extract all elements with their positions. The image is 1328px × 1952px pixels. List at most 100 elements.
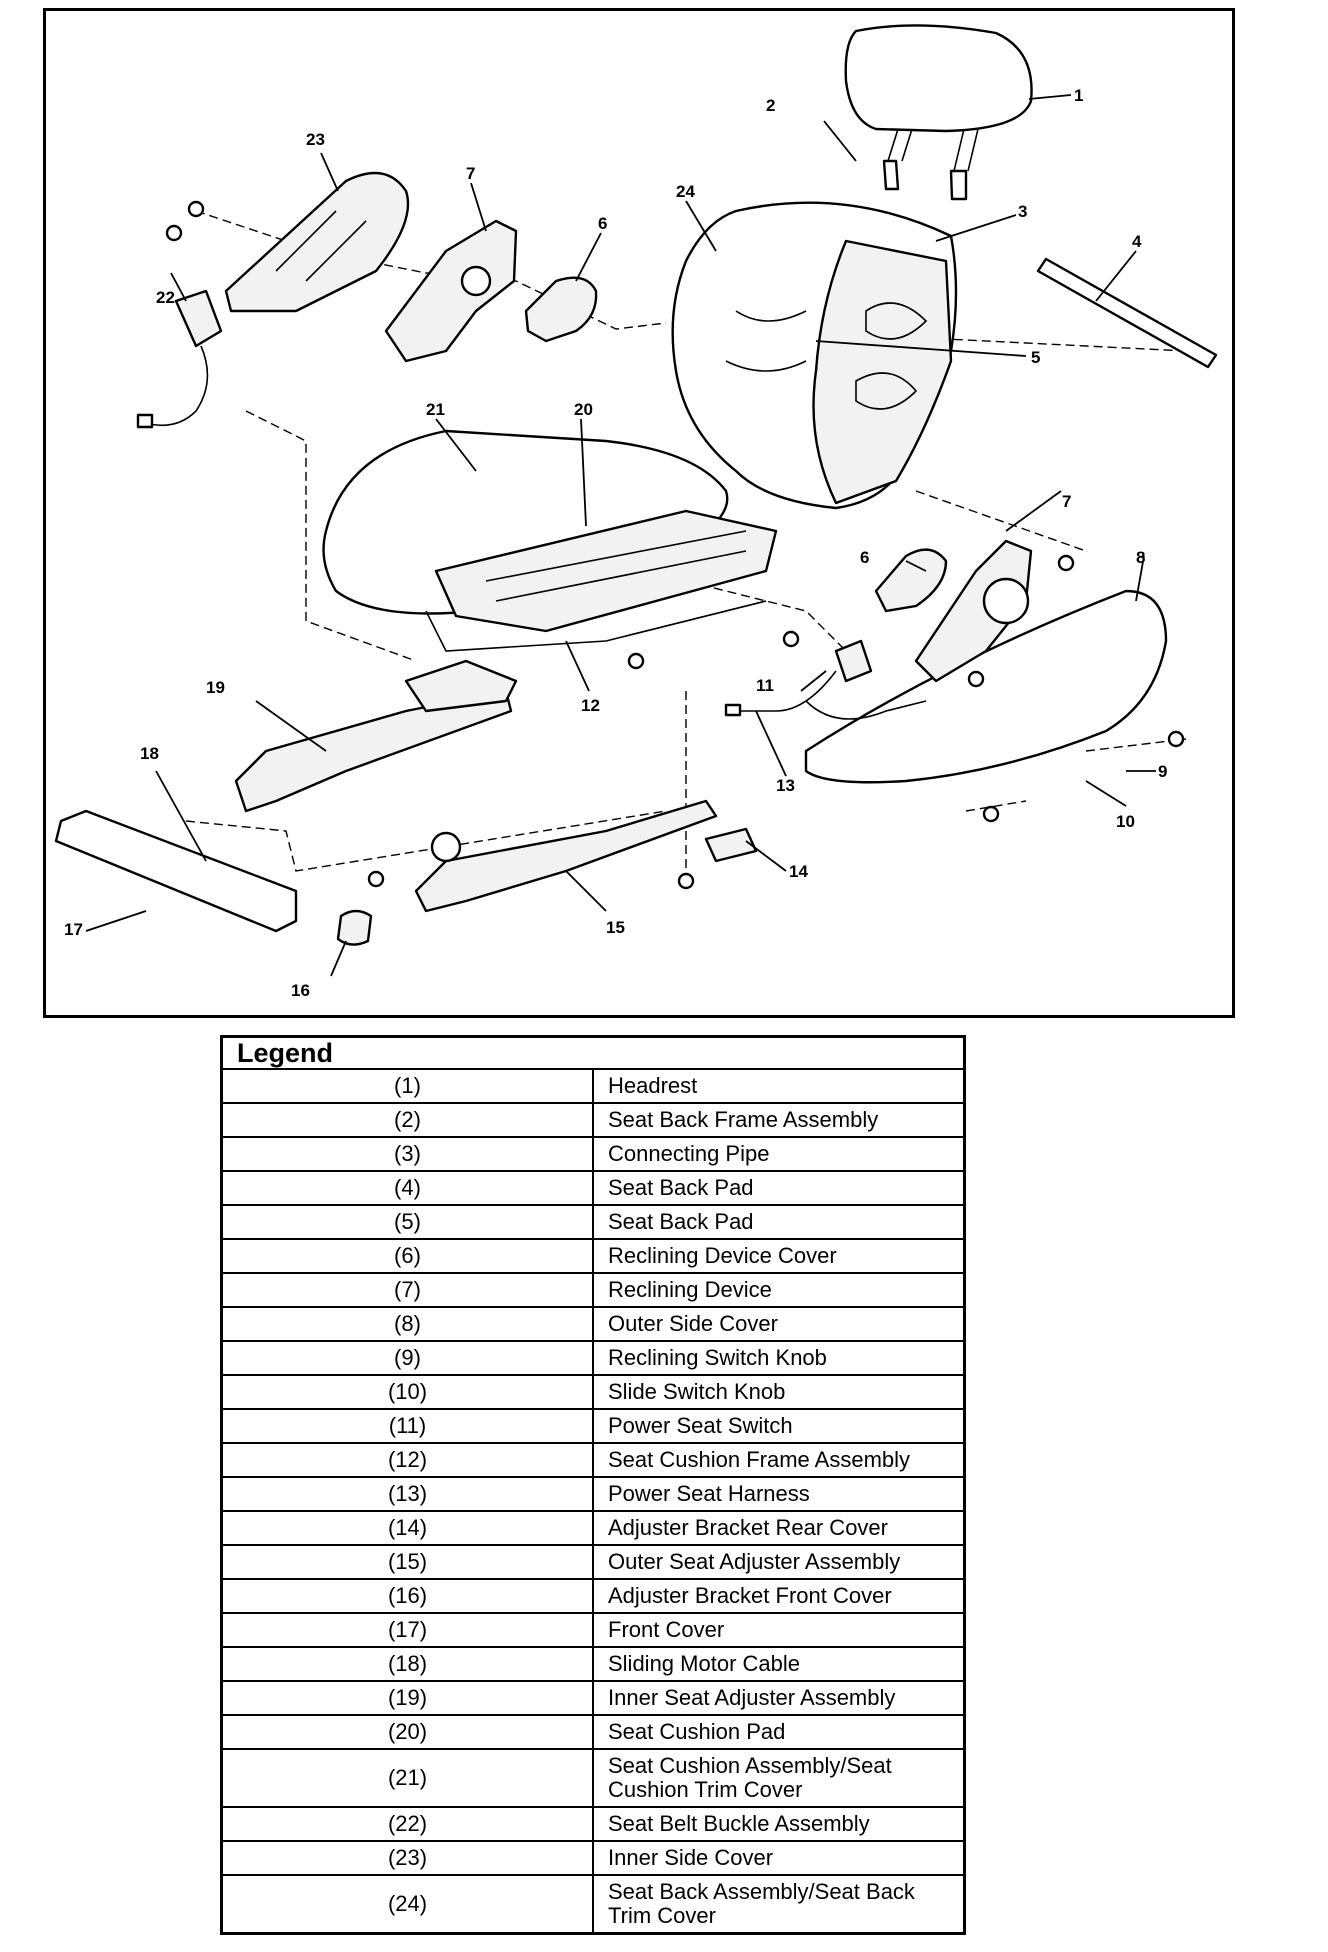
- legend-number: (5): [223, 1204, 594, 1240]
- legend-label: Seat Back Pad: [592, 1170, 963, 1206]
- legend-label: Reclining Device: [592, 1272, 963, 1308]
- legend-row: (19)Inner Seat Adjuster Assembly: [223, 1680, 963, 1716]
- callout-11: 11: [756, 676, 774, 695]
- legend-number: (23): [223, 1840, 594, 1876]
- legend-label: Seat Cushion Frame Assembly: [592, 1442, 963, 1478]
- legend-label: Inner Side Cover: [592, 1840, 963, 1876]
- legend-number: (2): [223, 1102, 594, 1138]
- callout-10: 10: [1116, 812, 1135, 831]
- seat-belt-buckle-part: [136, 289, 223, 429]
- callout-12: 12: [581, 696, 600, 715]
- legend-label: Adjuster Bracket Front Cover: [592, 1578, 963, 1614]
- callout-5: 5: [1031, 348, 1040, 367]
- callout-7b: 7: [1062, 492, 1071, 511]
- legend-row: (21)Seat Cushion Assembly/Seat Cushion T…: [223, 1748, 963, 1808]
- legend-row: (13)Power Seat Harness: [223, 1476, 963, 1512]
- reclining-device-cover-part-upper: [524, 276, 598, 343]
- callout-23: 23: [306, 130, 325, 149]
- legend-row: (6)Reclining Device Cover: [223, 1238, 963, 1274]
- legend-number: (14): [223, 1510, 594, 1546]
- legend-number: (21): [223, 1748, 594, 1808]
- leader-lines: [85, 94, 1156, 977]
- callout-1: 1: [1074, 86, 1083, 105]
- legend-label: Seat Cushion Assembly/Seat Cushion Trim …: [592, 1748, 963, 1808]
- legend-number: (9): [223, 1340, 594, 1376]
- legend-row: (16)Adjuster Bracket Front Cover: [223, 1578, 963, 1614]
- legend-row: (20)Seat Cushion Pad: [223, 1714, 963, 1750]
- legend-label: Seat Belt Buckle Assembly: [592, 1806, 963, 1842]
- legend-label: Adjuster Bracket Rear Cover: [592, 1510, 963, 1546]
- legend-label: Outer Seat Adjuster Assembly: [592, 1544, 963, 1580]
- legend-number: (6): [223, 1238, 594, 1274]
- legend-label: Power Seat Harness: [592, 1476, 963, 1512]
- legend-row: (17)Front Cover: [223, 1612, 963, 1648]
- front-cover-part: [54, 809, 298, 933]
- callout-14: 14: [789, 862, 808, 881]
- legend-grid: Legend (1)Headrest(2)Seat Back Frame Ass…: [223, 1038, 963, 1932]
- legend-row: (22)Seat Belt Buckle Assembly: [223, 1806, 963, 1842]
- reclining-device-part-lower: [914, 539, 1033, 683]
- power-seat-harness-part: [724, 670, 927, 720]
- outer-side-cover-part: [804, 589, 1168, 784]
- legend-rows: (1)Headrest(2)Seat Back Frame Assembly(3…: [223, 1068, 963, 1932]
- legend-row: (3)Connecting Pipe: [223, 1136, 963, 1172]
- legend-row: (18)Sliding Motor Cable: [223, 1646, 963, 1682]
- callout-7: 7: [466, 164, 475, 183]
- callout-15: 15: [606, 918, 625, 937]
- legend-row: (24)Seat Back Assembly/Seat Back Trim Co…: [223, 1874, 963, 1932]
- reclining-device-part-upper: [384, 219, 518, 363]
- legend-number: (11): [223, 1408, 594, 1444]
- legend-label: Headrest: [592, 1068, 963, 1104]
- legend-row: (9)Reclining Switch Knob: [223, 1340, 963, 1376]
- legend-label: Front Cover: [592, 1612, 963, 1648]
- power-seat-switch-part: [834, 639, 873, 683]
- adjuster-bracket-rear-cover-part: [704, 827, 758, 863]
- legend-number: (20): [223, 1714, 594, 1750]
- seat-cushion-frame-part: [425, 600, 767, 652]
- legend-label: Inner Seat Adjuster Assembly: [592, 1680, 963, 1716]
- inner-side-cover-part: [165, 171, 410, 313]
- legend-row: (12)Seat Cushion Frame Assembly: [223, 1442, 963, 1478]
- legend-number: (15): [223, 1544, 594, 1580]
- inner-seat-adjuster-part: [234, 659, 518, 813]
- assembly-guide-lines: [185, 210, 1187, 872]
- seat-cushion-part: [322, 429, 778, 633]
- legend-row: (5)Seat Back Pad: [223, 1204, 963, 1240]
- legend-number: (17): [223, 1612, 594, 1648]
- callout-4: 4: [1132, 232, 1142, 251]
- callout-6b: 6: [860, 548, 869, 567]
- callout-18: 18: [140, 744, 159, 763]
- callout-6: 6: [598, 214, 607, 233]
- legend-row: (8)Outer Side Cover: [223, 1306, 963, 1342]
- legend-number: (8): [223, 1306, 594, 1342]
- legend-label: Slide Switch Knob: [592, 1374, 963, 1410]
- legend-label: Reclining Switch Knob: [592, 1340, 963, 1376]
- legend-number: (13): [223, 1476, 594, 1512]
- legend-number: (4): [223, 1170, 594, 1206]
- legend-label: Seat Cushion Pad: [592, 1714, 963, 1750]
- legend-row: (11)Power Seat Switch: [223, 1408, 963, 1444]
- callout-21: 21: [426, 400, 445, 419]
- legend-row: (7)Reclining Device: [223, 1272, 963, 1308]
- callout-8: 8: [1136, 548, 1145, 567]
- legend-number: (16): [223, 1578, 594, 1614]
- legend-number: (22): [223, 1806, 594, 1842]
- callout-3: 3: [1018, 202, 1027, 221]
- legend-number: (19): [223, 1680, 594, 1716]
- legend-number: (3): [223, 1136, 594, 1172]
- legend-row: (15)Outer Seat Adjuster Assembly: [223, 1544, 963, 1580]
- callout-2: 2: [766, 96, 775, 115]
- legend-number: (18): [223, 1646, 594, 1682]
- callout-13: 13: [776, 776, 795, 795]
- seat-back-part: [671, 201, 958, 510]
- legend-number: (10): [223, 1374, 594, 1410]
- legend-row: (1)Headrest: [223, 1068, 963, 1104]
- legend-label: Seat Back Frame Assembly: [592, 1102, 963, 1138]
- legend-label: Outer Side Cover: [592, 1306, 963, 1342]
- legend-row: (2)Seat Back Frame Assembly: [223, 1102, 963, 1138]
- legend-row: (23)Inner Side Cover: [223, 1840, 963, 1876]
- callout-16: 16: [291, 981, 310, 1000]
- adjuster-bracket-front-cover-part: [336, 909, 373, 946]
- fasteners: [367, 554, 1185, 890]
- legend-label: Power Seat Switch: [592, 1408, 963, 1444]
